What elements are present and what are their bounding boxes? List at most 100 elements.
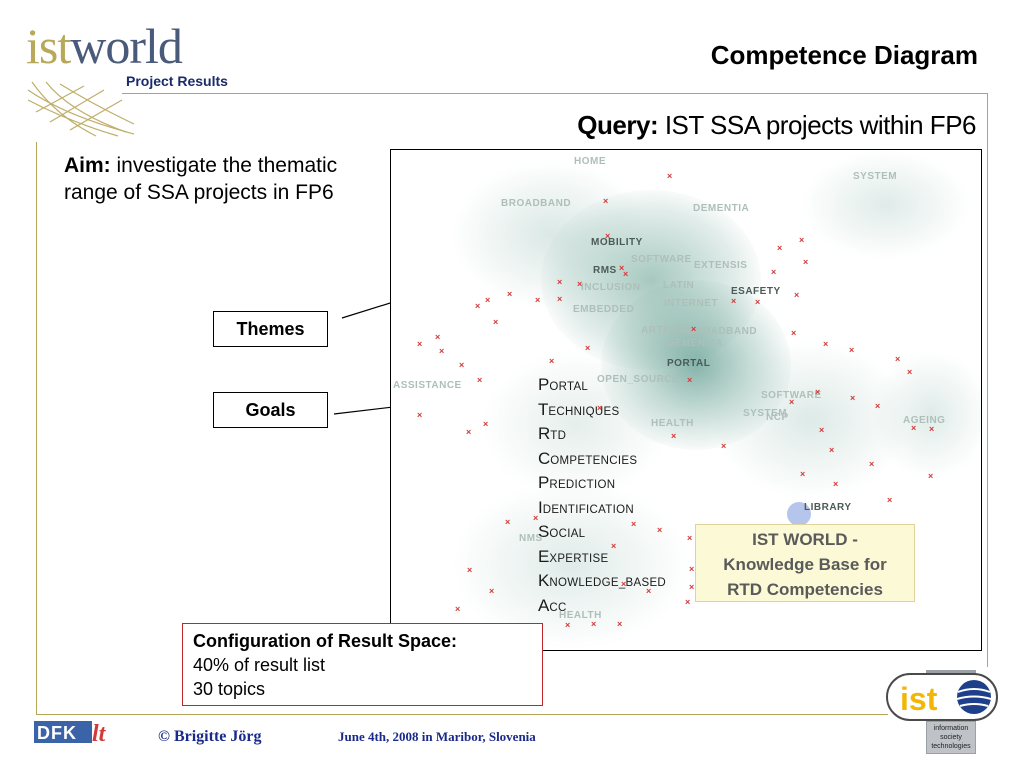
project-marker[interactable]: × — [605, 231, 611, 241]
project-marker[interactable]: × — [685, 597, 691, 607]
goal-item[interactable]: PORTAL — [538, 374, 666, 399]
project-marker[interactable]: × — [467, 565, 473, 575]
project-marker[interactable]: × — [533, 513, 539, 523]
topic-label: PORTAL — [667, 358, 711, 369]
project-marker[interactable]: × — [591, 619, 597, 629]
project-marker[interactable]: × — [803, 257, 809, 267]
project-marker[interactable]: × — [850, 393, 856, 403]
header-divider — [122, 93, 988, 94]
project-marker[interactable]: × — [617, 619, 623, 629]
project-marker[interactable]: × — [691, 324, 697, 334]
project-marker[interactable]: × — [493, 317, 499, 327]
project-marker[interactable]: × — [657, 525, 663, 535]
project-marker[interactable]: × — [477, 375, 483, 385]
project-marker[interactable]: × — [535, 295, 541, 305]
project-marker[interactable]: × — [557, 277, 563, 287]
goal-item[interactable]: COMPETENCIES — [538, 448, 666, 473]
goal-item[interactable]: KNOWLEDGE_BASED — [538, 570, 666, 595]
project-marker[interactable]: × — [597, 403, 603, 413]
project-marker[interactable]: × — [789, 397, 795, 407]
goal-initial: A — [538, 595, 550, 615]
topic-label: DEMENTIA — [693, 203, 750, 214]
cluster-broadband — [451, 160, 651, 310]
goal-item[interactable]: RTD — [538, 423, 666, 448]
topic-label: RMS — [593, 265, 617, 276]
project-marker[interactable]: × — [417, 410, 423, 420]
goal-item[interactable]: ACC — [538, 595, 666, 620]
project-marker[interactable]: × — [505, 517, 511, 527]
project-marker[interactable]: × — [731, 296, 737, 306]
project-marker[interactable]: × — [928, 471, 934, 481]
project-marker[interactable]: × — [721, 441, 727, 451]
goal-item[interactable]: PREDICTION — [538, 472, 666, 497]
competence-map[interactable]: HOME SYSTEM BROADBAND DEMENTIA MOBILITY … — [390, 149, 982, 651]
project-marker[interactable]: × — [455, 604, 461, 614]
goal-item[interactable]: SOCIAL — [538, 521, 666, 546]
project-marker[interactable]: × — [646, 586, 652, 596]
project-marker[interactable]: × — [799, 235, 805, 245]
project-marker[interactable]: × — [667, 171, 673, 181]
project-marker[interactable]: × — [823, 339, 829, 349]
project-marker[interactable]: × — [489, 586, 495, 596]
project-marker[interactable]: × — [689, 564, 695, 574]
project-marker[interactable]: × — [929, 424, 935, 434]
project-marker[interactable]: × — [557, 294, 563, 304]
project-marker[interactable]: × — [815, 387, 821, 397]
topic-label: LIBRARY — [804, 502, 852, 513]
project-marker[interactable]: × — [833, 479, 839, 489]
project-marker[interactable]: × — [631, 519, 637, 529]
project-marker[interactable]: × — [619, 263, 625, 273]
project-marker[interactable]: × — [829, 445, 835, 455]
aim-description: investigate the thematic range of SSA pr… — [64, 154, 338, 204]
istworld-logo — [27, 81, 135, 137]
project-marker[interactable]: × — [771, 267, 777, 277]
project-marker[interactable]: × — [621, 579, 627, 589]
project-marker[interactable]: × — [849, 345, 855, 355]
project-marker[interactable]: × — [483, 419, 489, 429]
project-marker[interactable]: × — [459, 360, 465, 370]
project-marker[interactable]: × — [565, 620, 571, 630]
goal-item[interactable]: EXPERTISE — [538, 546, 666, 571]
project-marker[interactable]: × — [689, 582, 695, 592]
project-marker[interactable]: × — [435, 332, 441, 342]
project-marker[interactable]: × — [466, 427, 472, 437]
project-marker[interactable]: × — [869, 459, 875, 469]
project-marker[interactable]: × — [687, 375, 693, 385]
project-marker[interactable]: × — [603, 196, 609, 206]
project-marker[interactable]: × — [549, 356, 555, 366]
project-marker[interactable]: × — [507, 289, 513, 299]
topic-label: ASSISTANCE — [393, 380, 462, 391]
query-line: Query: IST SSA projects within FP6 — [577, 110, 976, 141]
project-marker[interactable]: × — [475, 301, 481, 311]
project-marker[interactable]: × — [485, 295, 491, 305]
project-marker[interactable]: × — [895, 354, 901, 364]
goal-initial: T — [538, 399, 549, 419]
library-highlight — [787, 502, 811, 526]
project-marker[interactable]: × — [417, 339, 423, 349]
project-marker[interactable]: × — [794, 290, 800, 300]
project-marker[interactable]: × — [687, 533, 693, 543]
project-marker[interactable]: × — [671, 431, 677, 441]
project-marker[interactable]: × — [611, 541, 617, 551]
project-marker[interactable]: × — [887, 495, 893, 505]
project-marker[interactable]: × — [800, 469, 806, 479]
project-marker[interactable]: × — [577, 279, 583, 289]
topic-label: OPEN_SOURCE — [597, 374, 680, 385]
config-heading: Configuration of Result Space: — [193, 631, 458, 651]
goal-item[interactable]: TECHNIQUES — [538, 399, 666, 424]
project-marker[interactable]: × — [585, 343, 591, 353]
project-marker[interactable]: × — [439, 346, 445, 356]
project-marker[interactable]: × — [819, 425, 825, 435]
project-marker[interactable]: × — [791, 328, 797, 338]
project-marker[interactable]: × — [623, 269, 629, 279]
project-marker[interactable]: × — [755, 297, 761, 307]
project-marker[interactable]: × — [907, 367, 913, 377]
themes-label-box: Themes — [213, 311, 328, 347]
svg-text:ist: ist — [900, 681, 938, 717]
project-marker[interactable]: × — [875, 401, 881, 411]
project-marker[interactable]: × — [777, 243, 783, 253]
goal-item[interactable]: IDENTIFICATION — [538, 497, 666, 522]
project-marker[interactable]: × — [911, 423, 917, 433]
ist-caption-2: society — [940, 734, 962, 741]
topic-label: DEMENTIA — [667, 338, 724, 349]
